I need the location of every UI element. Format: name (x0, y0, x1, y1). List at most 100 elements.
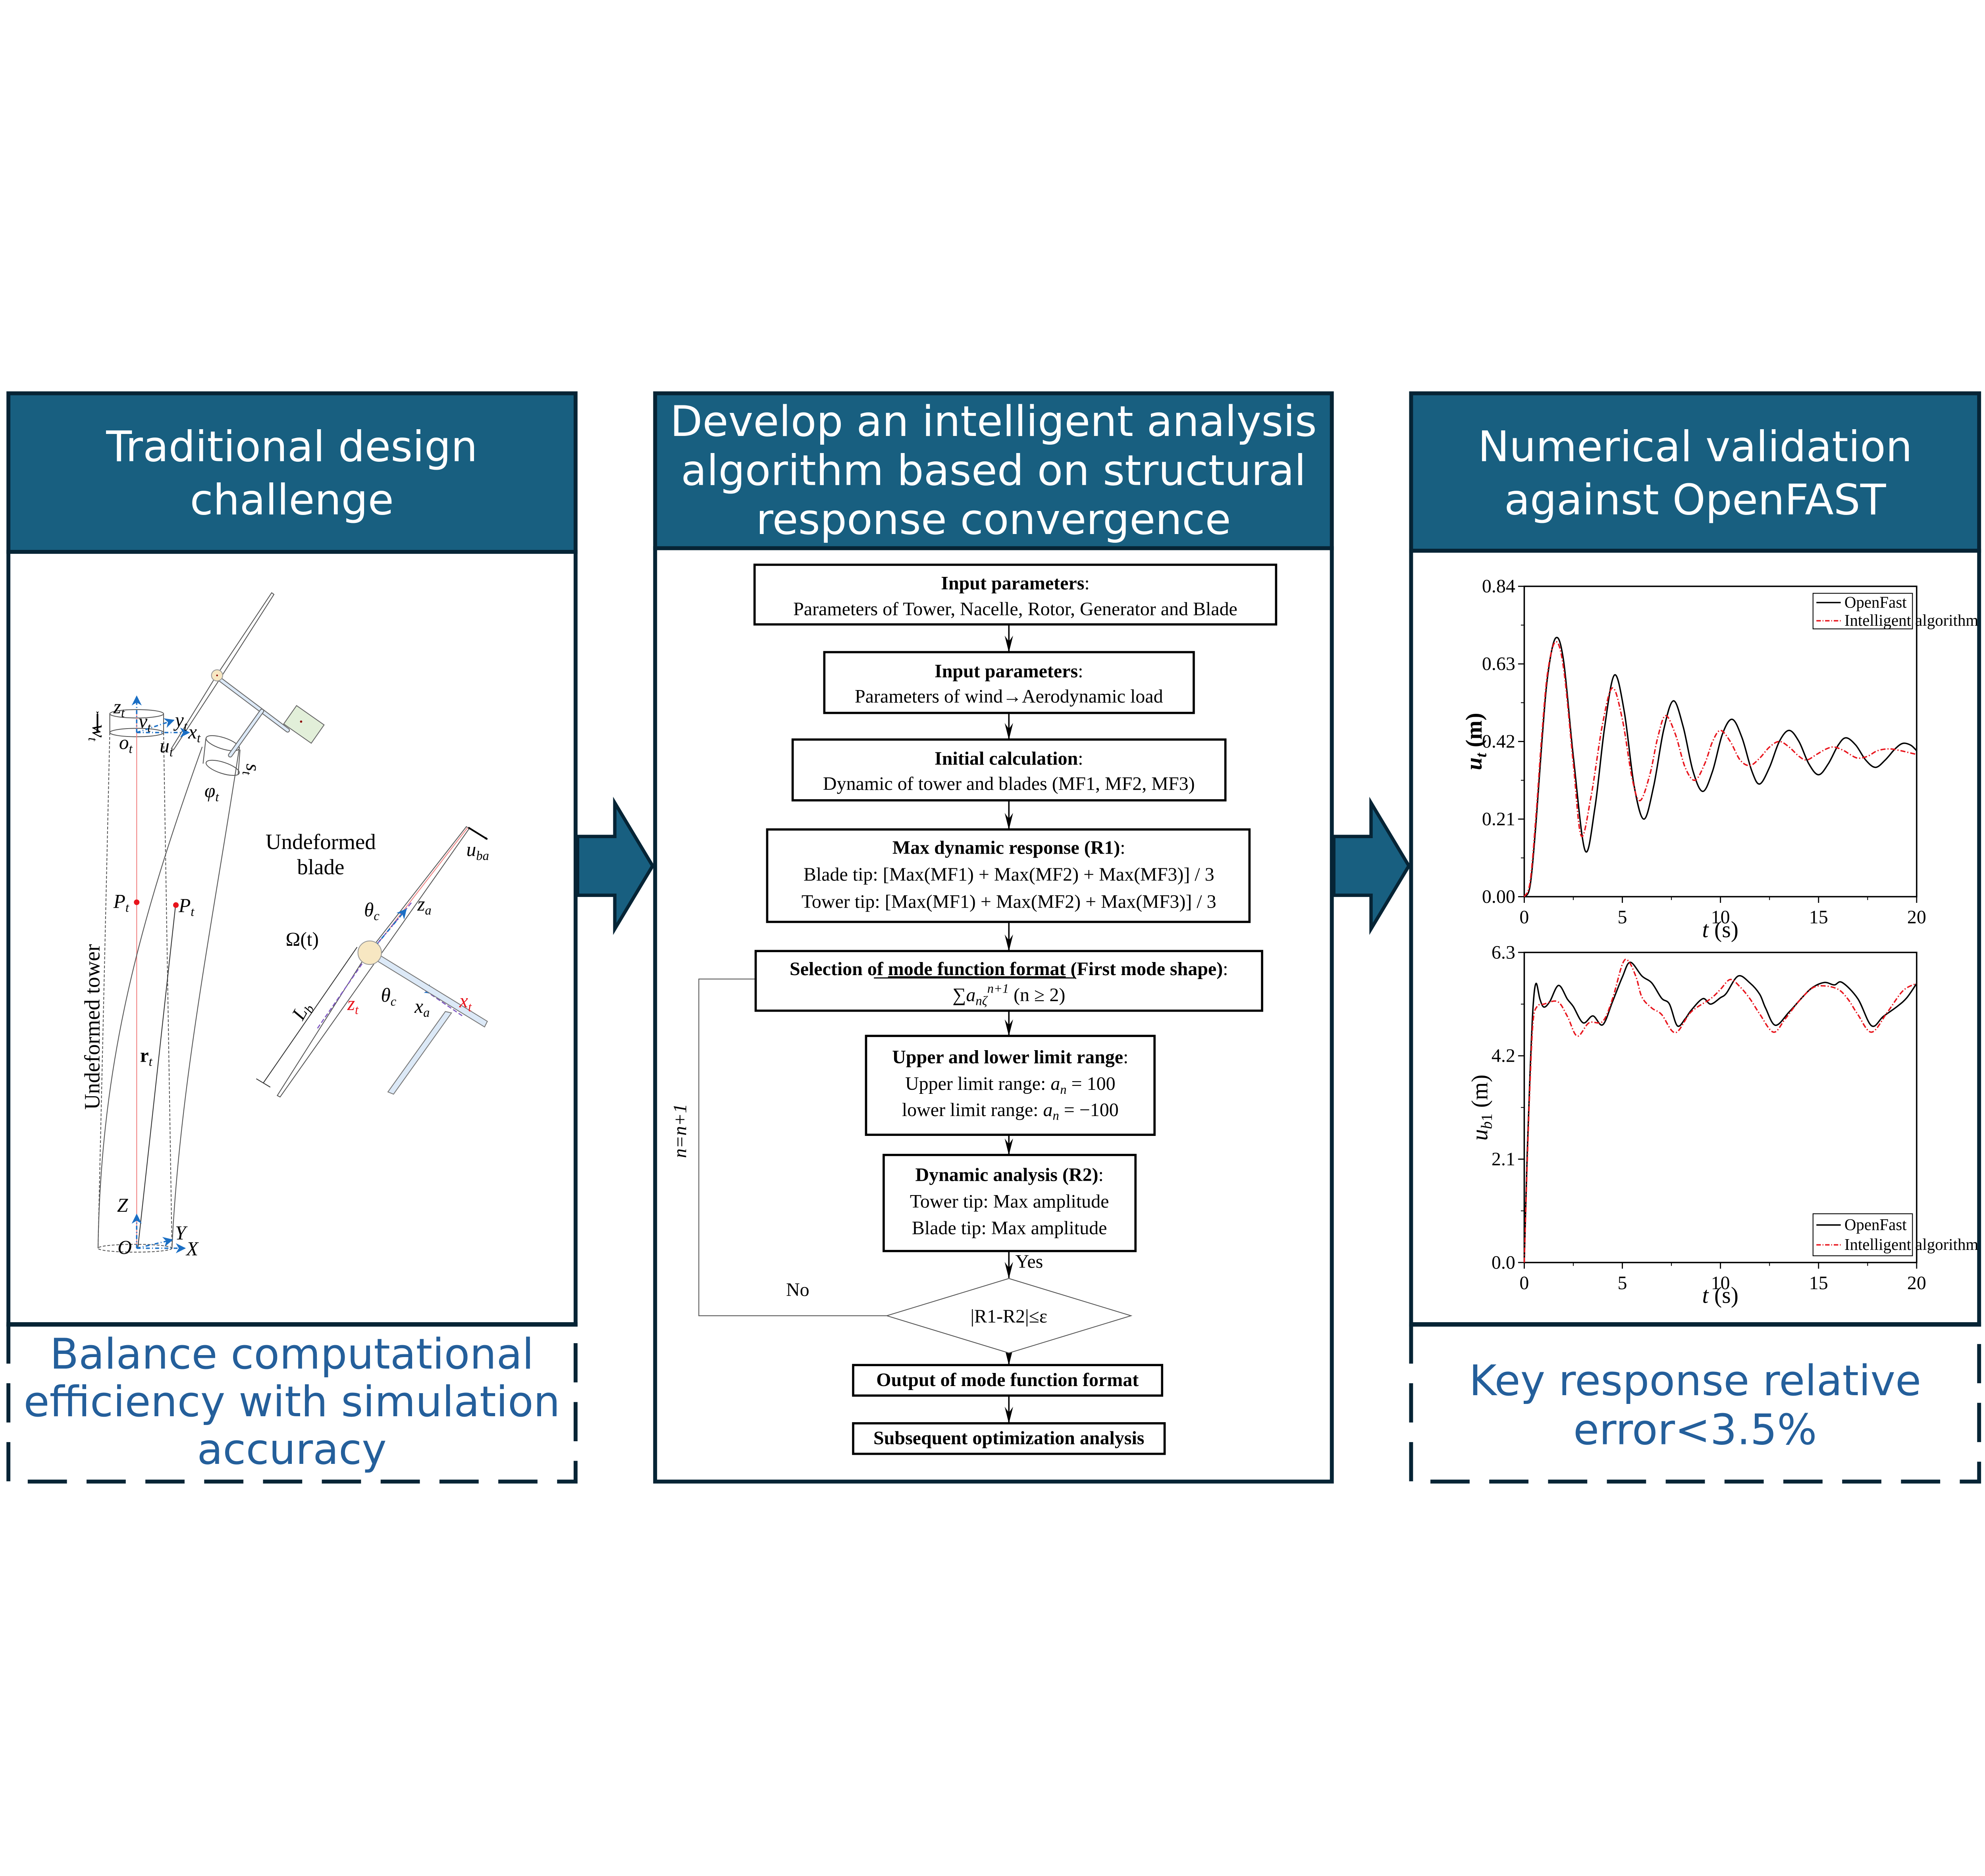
flow-box-dynamic-analysis-r2: Dynamic analysis (R2): Tower tip: Max am… (883, 1154, 1137, 1252)
flow-box-input-wind: Input parameters: Parameters of wind→Aer… (823, 651, 1195, 714)
blade-hub (357, 940, 382, 965)
chart-1-legend-openfast: OpenFast (1844, 1216, 1907, 1234)
chart-1-ylabel: ub1 (m) (1467, 1074, 1495, 1140)
svg-text:Subsequent optimization analys: Subsequent optimization analysis (873, 1428, 1144, 1449)
chart-1-ytick-label: 4.2 (1492, 1045, 1515, 1066)
svg-text:Dynamic of tower and blades (M: Dynamic of tower and blades (MF1, MF2, M… (823, 773, 1195, 794)
label-rt: rt (140, 1045, 153, 1069)
label-pt-2: Pt (178, 895, 195, 919)
no-label: No (786, 1279, 809, 1300)
flow-box-initial-calculation: Initial calculation: Dynamic of tower an… (791, 738, 1227, 802)
left-footer-line-2: efficiency with simulation (24, 1377, 560, 1426)
label-phit: φt (204, 780, 219, 804)
right-body (1409, 549, 1981, 1327)
label-Y: Y (175, 1222, 188, 1244)
chart-1-xtick-label: 15 (1809, 1273, 1828, 1294)
base-frame (131, 1213, 186, 1253)
svg-text:Input parameters:: Input parameters: (941, 573, 1089, 594)
svg-text:|R1-R2|≤ε: |R1-R2|≤ε (970, 1306, 1047, 1327)
svg-text:Tower tip: Max amplitude: Tower tip: Max amplitude (910, 1191, 1109, 1212)
undeformed-tower-label: Undeformed tower (80, 944, 104, 1110)
chart-0-legend-openfast: OpenFast (1844, 593, 1907, 611)
middle-header-line-2: algorithm based on structural (681, 446, 1306, 495)
chart-1-series-intelligent-algorithm (1523, 958, 1917, 1263)
chart-1-legend: OpenFast Intelligent algorithm (1812, 1213, 1978, 1256)
tower-top-frame (96, 695, 190, 738)
svg-text:Max dynamic response (R1):: Max dynamic response (R1): (892, 837, 1125, 858)
svg-text:Input parameters:: Input parameters: (935, 661, 1083, 682)
chart-0-legend: OpenFast Intelligent algorithm (1812, 593, 1979, 629)
chart-1-ytick-label: 0.0 (1492, 1252, 1515, 1273)
label-za: za (417, 893, 431, 918)
chart-0-ytick-label: 0.42 (1482, 731, 1515, 752)
arrow-middle-to-right (1332, 796, 1411, 935)
chart-1-ytick-label: 2.1 (1492, 1149, 1515, 1170)
svg-text:Parameters of wind→Aerodynamic: Parameters of wind→Aerodynamic load (855, 686, 1163, 707)
deformed-tower (97, 735, 241, 1248)
label-st: st (239, 764, 264, 775)
label-ut: ut (160, 735, 173, 760)
flow-box-max-response-r1: Max dynamic response (R1): Blade tip: [M… (766, 828, 1251, 923)
label-uba: uba (466, 839, 489, 863)
middle-header-line-3: response convergence (756, 495, 1231, 544)
label-theta-c-2: θc (381, 984, 397, 1009)
chart-0-xtick-label: 0 (1519, 906, 1529, 927)
chart-1-xlabel: t (s) (1702, 1282, 1738, 1308)
right-header-line-1: Numerical validation (1478, 422, 1912, 471)
label-Z: Z (117, 1194, 128, 1216)
flow-decision-convergence: |R1-R2|≤ε (885, 1278, 1133, 1353)
middle-header (653, 391, 1334, 550)
label-vt: vt (139, 710, 151, 735)
arrow-left-to-middle (576, 796, 655, 935)
svg-text:Parameters of Tower, Nacelle,: Parameters of Tower, Nacelle, Rotor, Gen… (793, 598, 1237, 619)
label-xa: xa (414, 995, 430, 1020)
yes-label: Yes (1015, 1251, 1043, 1272)
point-pt-undeformed (134, 899, 140, 905)
label-wt: wt (85, 725, 110, 742)
svg-text:Initial calculation:: Initial calculation: (935, 748, 1083, 769)
left-body (6, 550, 578, 1327)
chart-0-legend-intelligent: Intelligent algorithm (1844, 611, 1979, 629)
right-header (1409, 391, 1981, 553)
label-omega: Ω(t) (286, 928, 319, 950)
svg-text:Upper limit range: an = 100: Upper limit range: an = 100 (905, 1073, 1116, 1097)
loop-label: n=n+1 (670, 1104, 691, 1158)
label-theta-c-1: θc (364, 899, 380, 924)
chart-0-ytick-label: 0.63 (1482, 654, 1515, 675)
turbine-diagram: zt wt vt yt ot ut xt φt st Pt Pt rt Z O … (80, 592, 489, 1259)
chart-0-ytick-label: 0.21 (1482, 809, 1515, 830)
undeformed-blade-label-2: blade (297, 855, 344, 879)
flow-box-input-structure: Input parameters: Parameters of Tower, N… (753, 563, 1278, 626)
deformed-centerline (137, 902, 177, 1248)
chart-0-xlabel: t (s) (1702, 917, 1738, 943)
right-footer-line-2: error<3.5% (1573, 1406, 1817, 1454)
left-panel: Traditional design challenge (6, 391, 578, 1484)
svg-text:Tower tip: [Max(MF1) + Max(MF2: Tower tip: [Max(MF1) + Max(MF2) + Max(MF… (802, 891, 1216, 912)
point-pt-deformed (173, 902, 179, 908)
svg-text:∑anζn+1 (n ≥ 2): ∑anζn+1 (n ≥ 2) (952, 981, 1065, 1008)
flow-box-mode-function-selection: Selection of mode function format (First… (754, 950, 1263, 1012)
chart-1-series-openfast (1523, 961, 1918, 1263)
right-header-line-2: against OpenFAST (1504, 475, 1886, 524)
label-xt: xt (188, 721, 201, 746)
chart-0-xtick-label: 20 (1907, 906, 1926, 927)
label-O: O (118, 1236, 132, 1258)
svg-text:Selection of mode function for: Selection of mode function format (First… (790, 958, 1228, 979)
left-header-line-2: challenge (190, 475, 393, 524)
chart-0-ytick-label: 0.84 (1482, 576, 1515, 597)
chart-0-xtick-label: 10 (1711, 906, 1730, 927)
left-footer-line-1: Balance computational (50, 1330, 534, 1379)
label-xt-red: xt (459, 990, 472, 1014)
chart-0-series-openfast (1523, 636, 1918, 897)
chart-1-xtick-label: 10 (1711, 1273, 1730, 1294)
svg-text:Blade tip: [Max(MF1) + Max(MF2: Blade tip: [Max(MF1) + Max(MF2) + Max(MF… (804, 864, 1214, 885)
left-footer-border (6, 1324, 578, 1484)
label-pt-1: Pt (113, 891, 129, 915)
flow-box-limit-range: Upper and lower limit range: Upper limit… (865, 1035, 1156, 1136)
chart-1-ytick-label: 6.3 (1492, 942, 1515, 963)
left-header-line-1: Traditional design (106, 422, 478, 471)
nacelle-assembly (171, 592, 325, 758)
